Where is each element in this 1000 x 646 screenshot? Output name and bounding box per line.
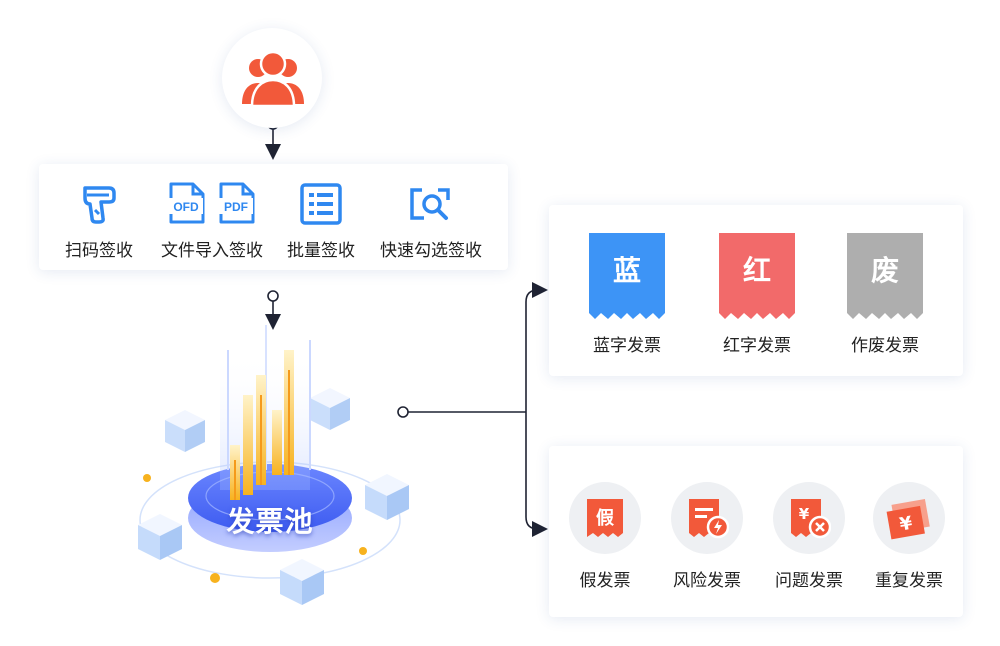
user-group-avatar — [222, 28, 322, 128]
badge-glyph: ¥ — [799, 505, 810, 523]
risk-type-problem[interactable]: ¥ 问题发票 — [759, 482, 859, 591]
invoice-type-label: 红字发票 — [723, 336, 791, 355]
invoice-types-card: 蓝 蓝字发票 红 红字发票 废 作废发票 — [549, 205, 963, 376]
invoice-type-red[interactable]: 红 红字发票 — [697, 233, 817, 356]
cube-2 — [310, 388, 350, 430]
risk-invoice-icon — [689, 499, 729, 539]
red-invoice-badge-icon: 红 — [719, 233, 795, 321]
cube-4 — [138, 514, 182, 560]
method-file-import[interactable]: OFD PDF 文件导入签收 — [157, 178, 267, 261]
blue-invoice-badge-icon: 蓝 — [589, 233, 665, 321]
invoice-type-label: 蓝字发票 — [593, 336, 661, 355]
method-scan[interactable]: 扫码签收 — [61, 178, 137, 261]
cube-3 — [365, 474, 409, 520]
method-batch[interactable]: 批量签收 — [283, 178, 359, 261]
risk-type-fake[interactable]: 假 假发票 — [555, 482, 655, 591]
badge-glyph: 红 — [742, 255, 771, 286]
risk-invoices-card: 假 假发票 风险发票 ¥ 问题发票 — [549, 446, 963, 617]
magnify-select-icon — [410, 188, 450, 220]
method-label: 批量签收 — [287, 241, 355, 260]
badge-glyph: 假 — [596, 507, 615, 529]
cube-5 — [280, 559, 324, 605]
risk-type-label: 问题发票 — [775, 571, 843, 590]
badge-glyph: 蓝 — [612, 255, 641, 286]
badge-glyph: ¥ — [898, 513, 914, 536]
pdf-file-icon: PDF — [219, 182, 255, 224]
ofd-file-icon: OFD — [169, 182, 205, 224]
list-icon — [300, 183, 342, 225]
invoice-pool-illustration — [138, 325, 409, 605]
method-label: 快速勾选签收 — [380, 241, 482, 260]
risk-type-label: 风险发票 — [673, 571, 741, 590]
pdf-tag: PDF — [224, 200, 248, 214]
risk-type-label: 假发票 — [579, 571, 631, 590]
void-invoice-badge-icon: 废 — [847, 233, 923, 321]
cube-1 — [165, 410, 205, 452]
badge-glyph: 废 — [870, 255, 899, 286]
ofd-tag: OFD — [173, 200, 199, 214]
scanner-icon — [83, 186, 116, 224]
method-label: 扫码签收 — [65, 241, 133, 260]
risk-type-risk[interactable]: 风险发票 — [657, 482, 757, 591]
users-icon — [242, 50, 304, 108]
method-quick-select[interactable]: 快速勾选签收 — [375, 178, 487, 261]
method-label: 文件导入签收 — [161, 241, 263, 260]
problem-invoice-icon: ¥ — [791, 499, 831, 539]
fake-invoice-icon: 假 — [587, 499, 623, 537]
sign-in-methods-card: 扫码签收 OFD PDF 文件导入签收 — [39, 164, 508, 270]
invoice-type-label: 作废发票 — [851, 336, 919, 355]
pool-label: 发票池 — [226, 506, 314, 537]
risk-type-label: 重复发票 — [875, 571, 943, 590]
risk-type-duplicate[interactable]: ¥ 重复发票 — [859, 482, 959, 591]
invoice-type-void[interactable]: 废 作废发票 — [825, 233, 945, 356]
invoice-type-blue[interactable]: 蓝 蓝字发票 — [567, 233, 687, 356]
duplicate-invoice-icon: ¥ — [886, 498, 930, 540]
